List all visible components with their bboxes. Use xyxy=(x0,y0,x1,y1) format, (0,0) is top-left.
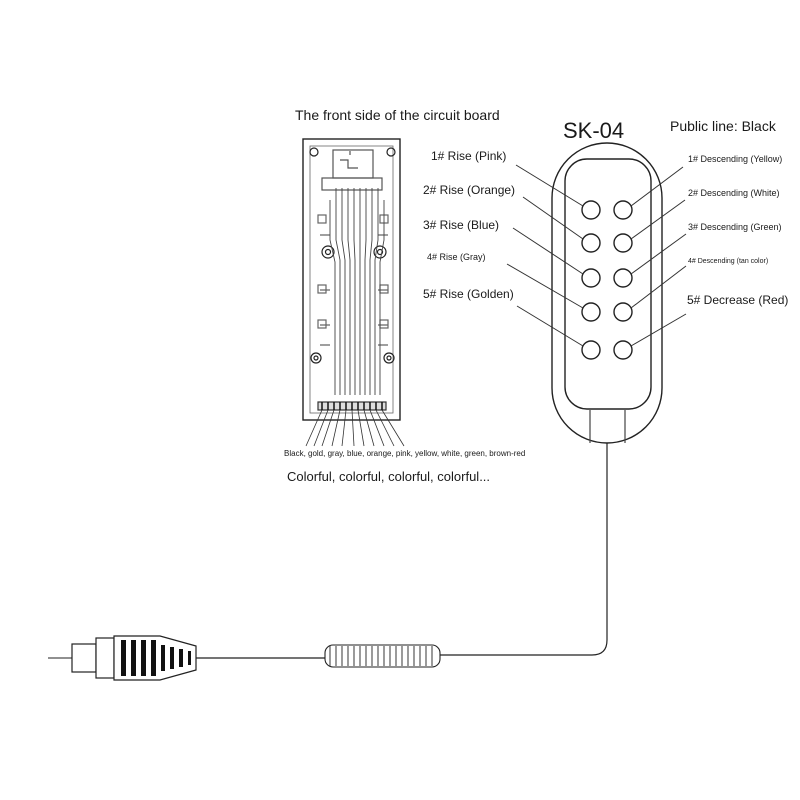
label-descend-3: 3# Descending (Green) xyxy=(688,222,782,232)
button-descend-4 xyxy=(613,302,633,322)
button-rise-5 xyxy=(581,340,601,360)
button-rise-4 xyxy=(581,302,601,322)
button-descend-5 xyxy=(613,340,633,360)
coiled-cord xyxy=(324,644,441,668)
button-rise-1 xyxy=(581,200,601,220)
public-line-label: Public line: Black xyxy=(670,118,776,134)
label-rise-3: 3# Rise (Blue) xyxy=(423,218,500,232)
board-title: The front side of the circuit board xyxy=(295,107,500,123)
model-name: SK-04 xyxy=(563,118,625,143)
board-footnote: Colorful, colorful, colorful, colorful..… xyxy=(287,469,491,484)
button-descend-2 xyxy=(613,233,633,253)
button-descend-1 xyxy=(613,200,633,220)
label-rise-5: 5# Rise (Golden) xyxy=(423,287,514,301)
button-descend-3 xyxy=(613,268,633,288)
sk04-remote xyxy=(506,142,687,444)
label-descend-2: 2# Descending (White) xyxy=(688,188,780,198)
label-rise-2: 2# Rise (Orange) xyxy=(423,183,516,197)
wire-color-list: Black, gold, gray, blue, orange, pink, y… xyxy=(284,449,526,458)
label-descend-4: 4# Descending (tan color) xyxy=(688,258,769,265)
button-rise-3 xyxy=(581,268,601,288)
plug-connector xyxy=(48,635,197,681)
button-rise-2 xyxy=(581,233,601,253)
label-rise-4: 4# Rise (Gray) xyxy=(427,252,486,262)
label-descend-1: 1# Descending (Yellow) xyxy=(688,154,783,164)
circuit-board xyxy=(302,138,405,447)
label-rise-1: 1# Rise (Pink) xyxy=(431,149,507,163)
label-descend-5: 5# Decrease (Red) xyxy=(687,293,789,307)
cable xyxy=(196,443,608,659)
